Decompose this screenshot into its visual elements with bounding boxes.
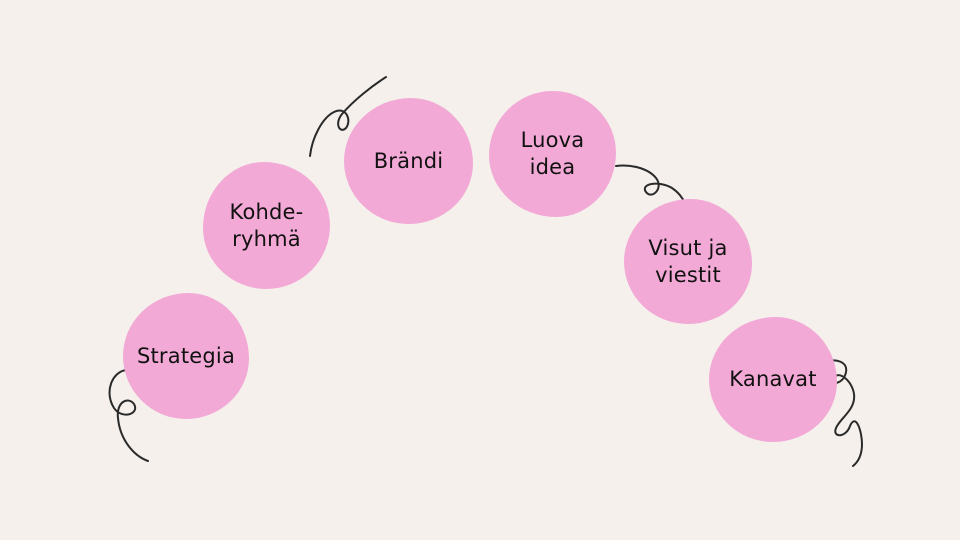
pink-circle <box>123 293 249 419</box>
step-luova-idea: Luova idea <box>489 91 616 217</box>
step-label-luova-idea: Luova idea <box>520 128 585 179</box>
step-label-kanavat: Kanavat <box>729 367 817 391</box>
pink-circle <box>624 199 752 324</box>
step-label-brandi: Brändi <box>373 148 444 173</box>
step-label-strategia: Strategia <box>136 343 236 368</box>
step-kohderyhma: Kohde- ryhmä <box>203 162 330 289</box>
step-kanavat: Kanavat <box>709 317 837 442</box>
pink-circle <box>344 98 473 224</box>
pink-circle <box>489 91 616 217</box>
step-visut-ja-viestit: Visut ja viestit <box>624 199 752 324</box>
pink-circle <box>709 317 837 442</box>
step-brandi: Brändi <box>344 98 473 224</box>
step-label-kohderyhma: Kohde- ryhmä <box>229 199 304 251</box>
pink-circle <box>203 162 330 289</box>
step-strategia: Strategia <box>123 293 249 419</box>
step-label-visut-ja-viestit: Visut ja viestit <box>648 235 728 287</box>
